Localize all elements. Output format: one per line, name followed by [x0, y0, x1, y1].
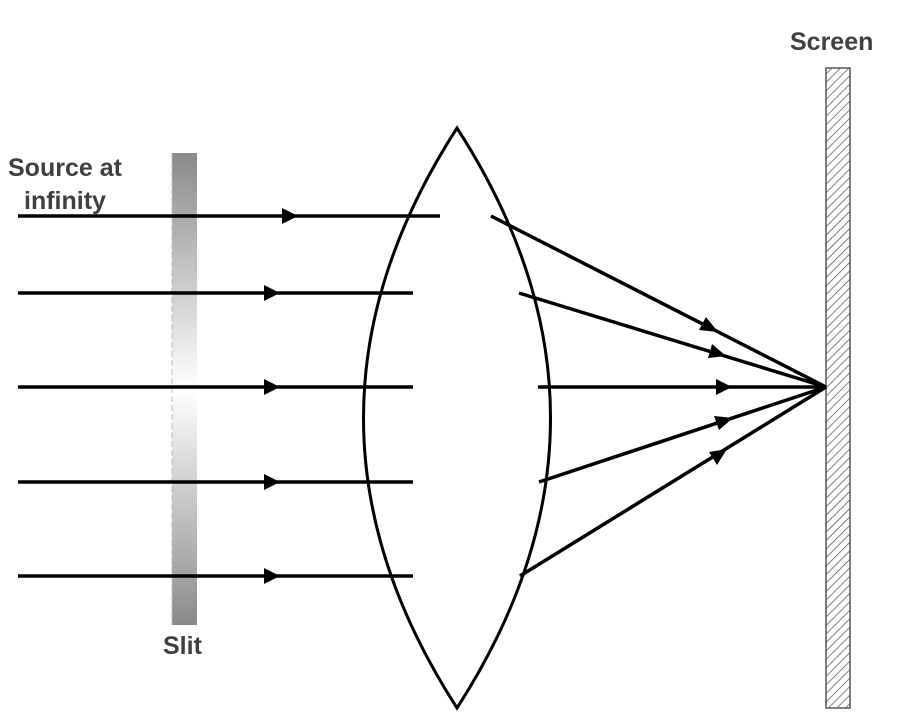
refracted-ray-5 — [519, 385, 827, 578]
incident-ray-4 — [18, 474, 413, 490]
refracted-rays — [490, 214, 827, 578]
refracted-ray-3 — [538, 379, 826, 395]
slit — [172, 153, 197, 625]
convex-lens — [362, 125, 552, 711]
refracted-ray-2 — [518, 291, 827, 389]
incident-ray-5 — [18, 568, 413, 584]
slit-label: Slit — [163, 632, 202, 660]
screen-label: Screen — [790, 28, 874, 56]
incident-ray-2 — [18, 285, 413, 301]
incident-ray-3 — [18, 379, 413, 395]
source-label-line1: Source at — [8, 154, 122, 182]
incident-rays — [18, 208, 440, 584]
incident-ray-1 — [18, 208, 440, 224]
source-label-line2: infinity — [24, 187, 106, 215]
refracted-ray-4 — [538, 385, 827, 484]
screen — [825, 67, 851, 709]
refracted-ray-1 — [490, 214, 827, 389]
